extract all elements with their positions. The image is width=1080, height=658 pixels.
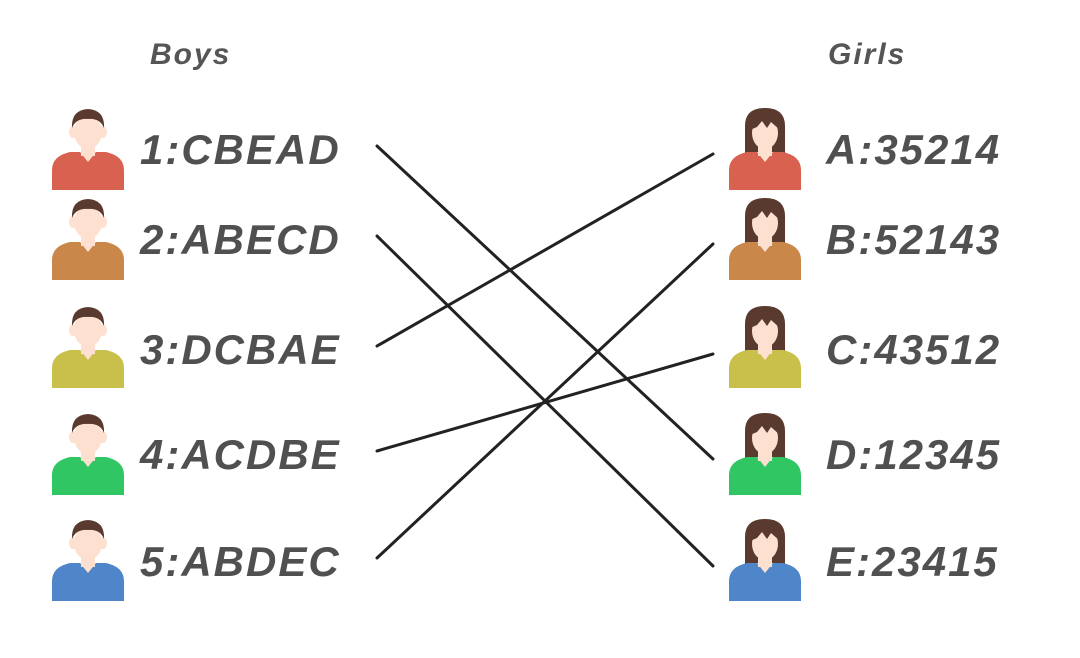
girl-preference-label: C:43512 <box>826 326 1002 373</box>
girl-preference-label: A:35214 <box>826 126 1002 173</box>
boys-header: Boys <box>150 38 232 71</box>
boy-preference-label: 4:ACDBE <box>140 431 341 478</box>
girl-avatar-E-icon <box>729 519 801 601</box>
boy-preference-label: 3:DCBAE <box>140 326 341 373</box>
girl-avatar-D-icon <box>729 413 801 495</box>
match-line-3-A <box>375 152 715 348</box>
match-line-1-D <box>375 144 715 461</box>
boy-avatar-1-icon <box>52 109 124 190</box>
boy-avatar-5-icon <box>52 520 124 601</box>
girl-preference-label: E:23415 <box>826 538 999 585</box>
girl-avatar-A-icon <box>729 108 801 190</box>
match-line-5-B <box>375 242 715 560</box>
girl-avatar-B-icon <box>729 198 801 280</box>
boy-preference-label: 2:ABECD <box>140 216 341 263</box>
boy-avatar-4-icon <box>52 414 124 495</box>
boy-avatar-3-icon <box>52 307 124 388</box>
boy-preference-label: 5:ABDEC <box>140 538 341 585</box>
girl-preference-label: D:12345 <box>826 431 1002 478</box>
girl-avatar-C-icon <box>729 306 801 388</box>
boy-preference-label: 1:CBEAD <box>140 126 341 173</box>
girl-preference-label: B:52143 <box>826 216 1002 263</box>
girls-header: Girls <box>828 38 907 71</box>
boy-avatar-2-icon <box>52 199 124 280</box>
